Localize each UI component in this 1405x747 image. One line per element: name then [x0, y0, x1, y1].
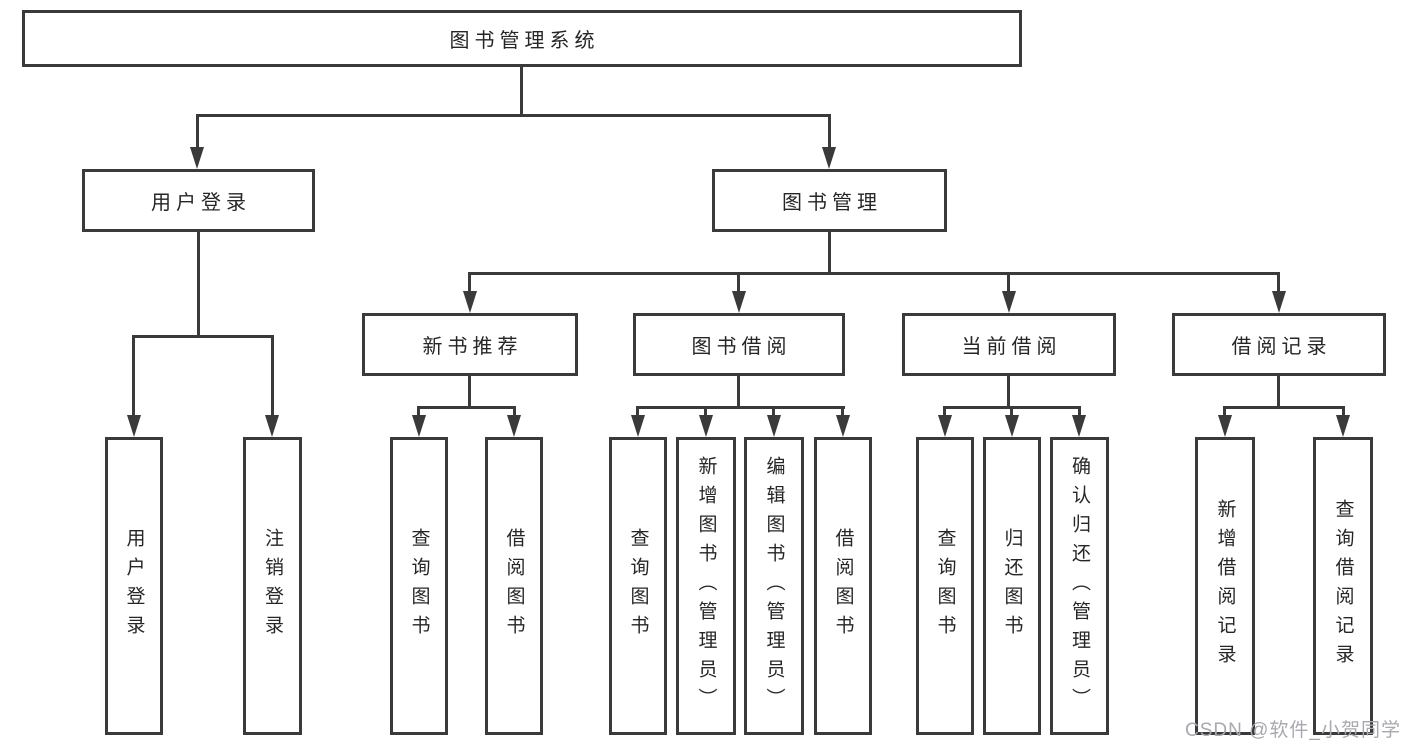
connector-line: [417, 406, 420, 417]
connector-line: [737, 272, 740, 293]
connector-line: [636, 406, 845, 409]
node-label: 确认归还（管理员）: [1069, 455, 1090, 717]
node-leaf-query-books-borrow: 查询图书: [609, 437, 667, 735]
node-leaf-logout: 注销登录: [243, 437, 302, 735]
node-label: 图书借阅: [691, 336, 792, 358]
node-label: 注销登录: [262, 528, 283, 644]
connector-line: [828, 114, 831, 150]
node-book-borrowing: 图书借阅: [633, 313, 845, 376]
node-label: 新增图书（管理员）: [695, 455, 717, 717]
node-label: 查询借阅记录: [1332, 499, 1354, 673]
connector-line: [1007, 376, 1010, 406]
node-label: 查询图书: [408, 528, 430, 644]
node-label: 归还图书: [1001, 528, 1023, 644]
node-user-login: 用户登录: [82, 169, 315, 232]
node-leaf-user-login: 用户登录: [105, 437, 163, 735]
connector-line: [132, 335, 135, 417]
node-label: 查询图书: [934, 528, 956, 644]
node-label: 借阅图书: [503, 528, 525, 644]
arrowhead-icon: [127, 415, 141, 437]
connector-line: [468, 376, 471, 406]
node-label: 查询图书: [627, 528, 649, 644]
node-library-management-system: 图书管理系统: [22, 10, 1022, 67]
arrowhead-icon: [822, 147, 836, 169]
node-current-borrowing: 当前借阅: [902, 313, 1116, 376]
connector-line: [737, 376, 740, 406]
arrowhead-icon: [507, 415, 521, 437]
connector-line: [636, 406, 639, 417]
connector-line: [772, 406, 775, 417]
connector-line: [841, 406, 844, 417]
node-label: 借阅记录: [1231, 336, 1332, 358]
connector-line: [1277, 272, 1280, 293]
node-leaf-borrow-books-recommend: 借阅图书: [485, 437, 543, 735]
node-new-book-recommend: 新书推荐: [362, 313, 578, 376]
connector-line: [520, 67, 523, 114]
connector-line: [1010, 406, 1013, 417]
node-leaf-edit-books-admin: 编辑图书（管理员）: [744, 437, 804, 735]
node-borrowing-records: 借阅记录: [1172, 313, 1386, 376]
arrowhead-icon: [1002, 291, 1016, 313]
arrowhead-icon: [631, 415, 645, 437]
connector-line: [943, 406, 946, 417]
node-leaf-query-books-recommend: 查询图书: [390, 437, 448, 735]
connector-line: [1342, 406, 1345, 417]
connector-line: [828, 232, 831, 272]
arrowhead-icon: [938, 415, 952, 437]
arrowhead-icon: [732, 291, 746, 313]
arrowhead-icon: [767, 415, 781, 437]
node-book-management: 图书管理: [712, 169, 947, 232]
arrowhead-icon: [836, 415, 850, 437]
arrowhead-icon: [190, 147, 204, 169]
connector-line: [196, 114, 199, 150]
node-leaf-confirm-return-admin: 确认归还（管理员）: [1050, 437, 1109, 735]
connector-line: [1277, 376, 1280, 406]
connector-line: [1223, 406, 1345, 409]
arrowhead-icon: [1218, 415, 1232, 437]
connector-line: [132, 335, 274, 338]
node-label: 用户登录: [123, 528, 145, 644]
node-label: 新书推荐: [422, 336, 523, 358]
connector-line: [704, 406, 707, 417]
connector-line: [197, 232, 200, 335]
arrowhead-icon: [412, 415, 426, 437]
node-leaf-query-borrow-record: 查询借阅记录: [1313, 437, 1373, 735]
connector-line: [1078, 406, 1081, 417]
node-leaf-add-borrow-record: 新增借阅记录: [1195, 437, 1255, 735]
arrowhead-icon: [1336, 415, 1350, 437]
connector-line: [513, 406, 516, 417]
node-label: 用户登录: [151, 192, 251, 214]
watermark: CSDN @软件_小贺同学: [1185, 720, 1401, 741]
arrowhead-icon: [1272, 291, 1286, 313]
connector-line: [417, 406, 516, 409]
arrowhead-icon: [699, 415, 713, 437]
node-label: 新增借阅记录: [1214, 499, 1236, 673]
node-label: 图书管理: [782, 192, 882, 214]
arrowhead-icon: [1005, 415, 1019, 437]
node-label: 借阅图书: [832, 528, 854, 644]
connector-line: [468, 272, 1280, 275]
node-leaf-borrow-books: 借阅图书: [814, 437, 872, 735]
node-label: 图书管理系统: [449, 30, 600, 52]
arrowhead-icon: [1072, 415, 1086, 437]
node-leaf-return-books: 归还图书: [983, 437, 1041, 735]
arrowhead-icon: [265, 415, 279, 437]
node-leaf-query-books-current: 查询图书: [916, 437, 974, 735]
connector-line: [271, 335, 274, 417]
node-label: 编辑图书（管理员）: [763, 455, 785, 717]
connector-line: [196, 114, 831, 117]
arrowhead-icon: [463, 291, 477, 313]
node-label: 当前借阅: [961, 336, 1062, 358]
connector-line: [1007, 272, 1010, 293]
connector-line: [468, 272, 471, 293]
connector-line: [1223, 406, 1226, 417]
node-leaf-add-books-admin: 新增图书（管理员）: [676, 437, 736, 735]
